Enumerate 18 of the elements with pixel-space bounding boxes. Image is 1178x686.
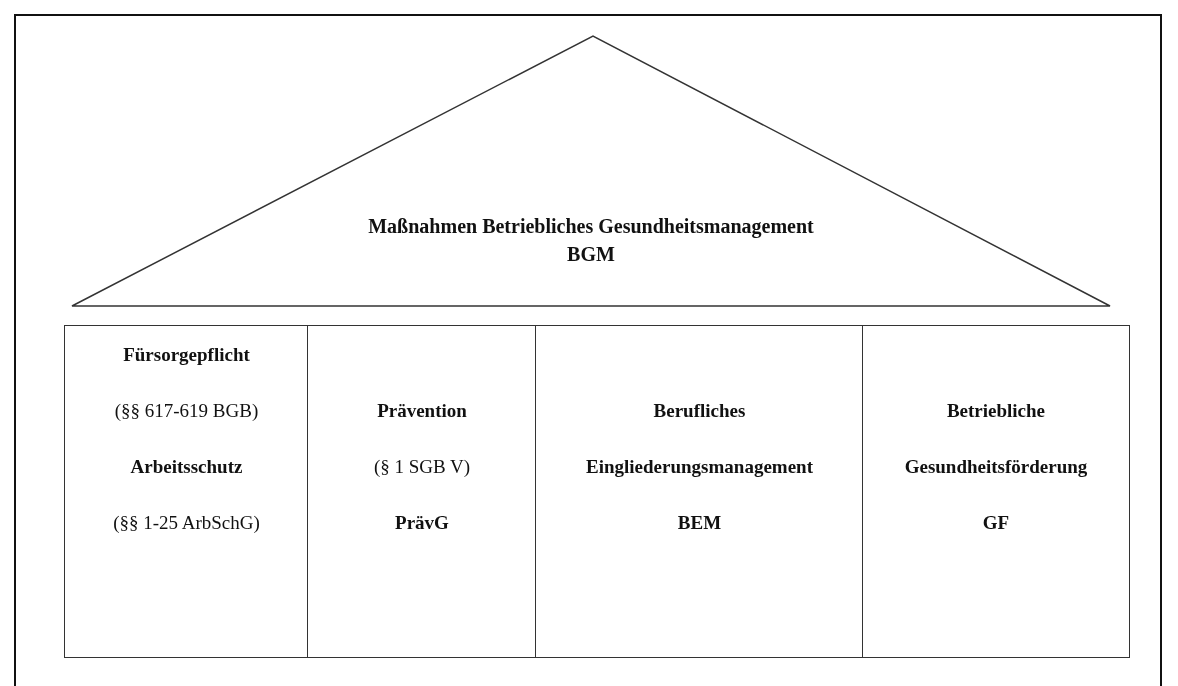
law-reference: (§§ 617-619 BGB) [114, 399, 259, 423]
pillar-heading: Arbeitsschutz [130, 455, 243, 479]
pillar-heading: Fürsorgepflicht [123, 343, 250, 367]
law-reference: (§ 1 SGB V) [373, 455, 471, 479]
pillar-cell [64, 325, 308, 658]
heading-text: Maßnahmen Betriebliches Gesundheitsmanagement BGM [367, 214, 815, 267]
pillar-cell [307, 325, 536, 658]
pillar-heading: BEM [677, 511, 722, 535]
pillar-cell [535, 325, 863, 658]
law-reference: (§§ 1-25 ArbSchG) [113, 511, 260, 535]
pillar-heading: Betriebliche [946, 399, 1046, 423]
pillar-heading: Eingliederungsmanagement [586, 455, 813, 479]
pillar-heading: Berufliches [653, 399, 746, 423]
pillar-heading: PrävG [395, 511, 449, 535]
pillar-heading: Gesundheitsförderung [904, 455, 1088, 479]
pillar-heading: GF [982, 511, 1010, 535]
pillar-cell [862, 325, 1130, 658]
pillar-heading: Prävention [377, 399, 467, 423]
